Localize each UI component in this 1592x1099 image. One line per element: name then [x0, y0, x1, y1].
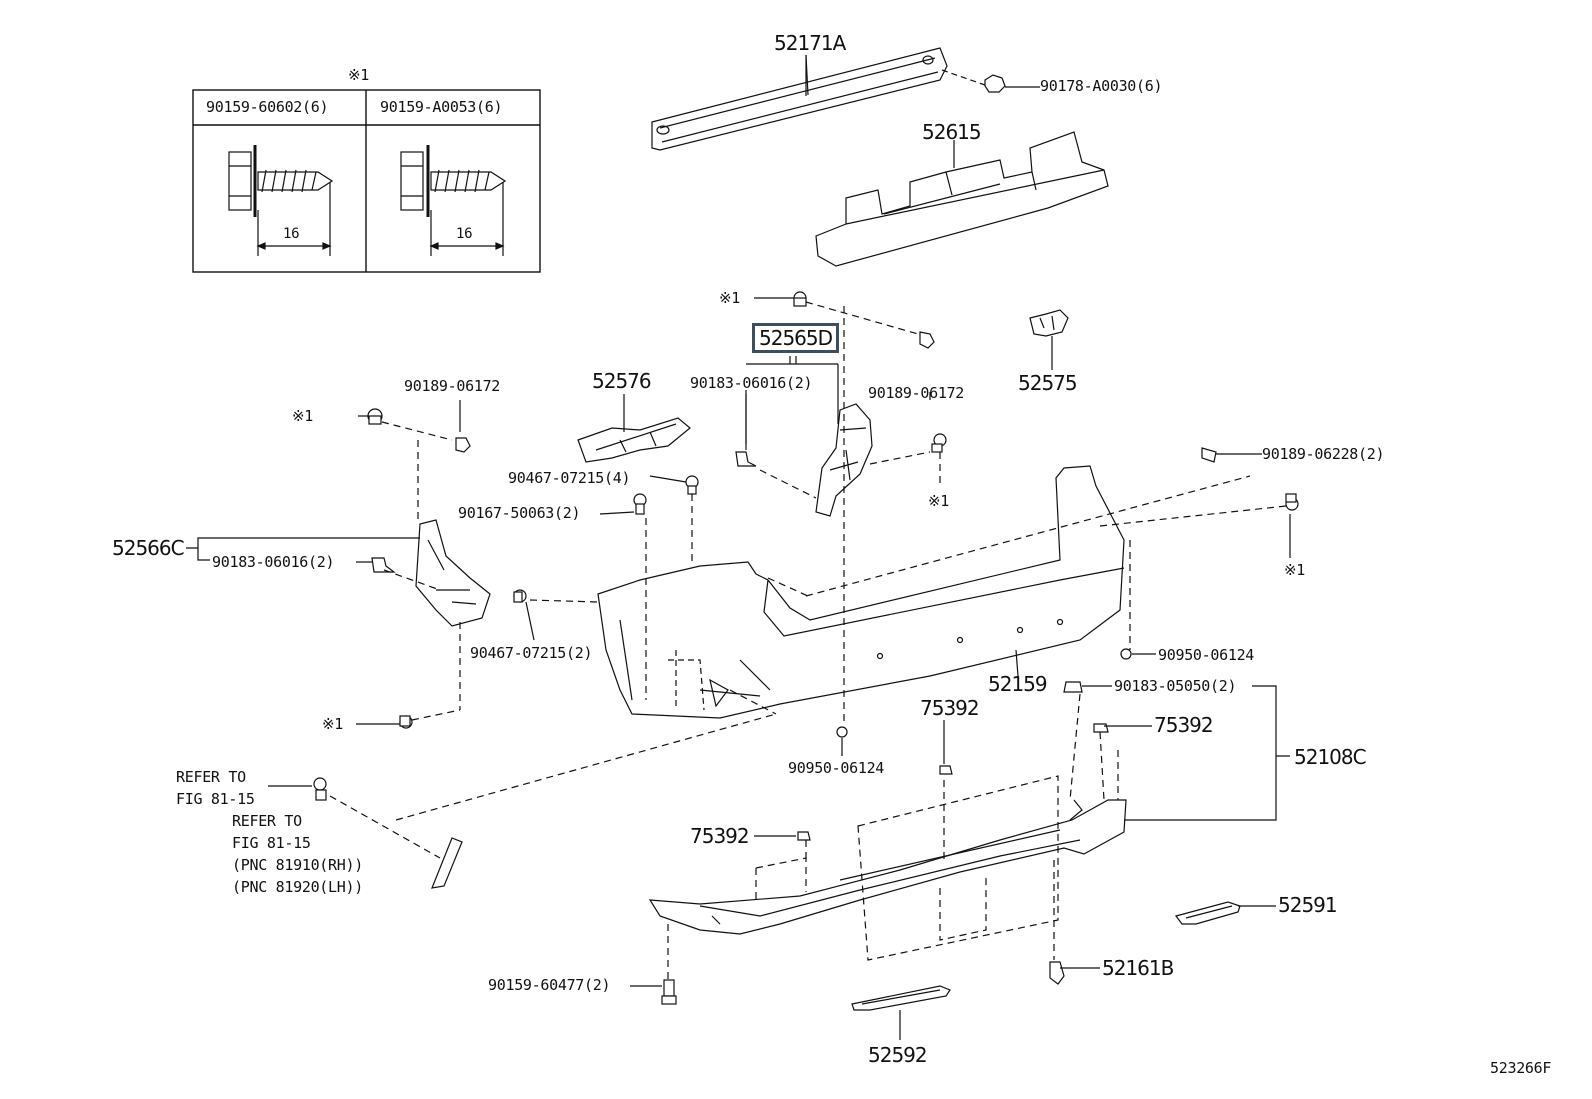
inset-col2-part-number: 90159-A0053(6): [380, 98, 503, 116]
callout-90950-06124-bottom[interactable]: 90950-06124: [788, 759, 885, 777]
callout-52108C[interactable]: 52108C: [1294, 745, 1367, 769]
callout-52161B[interactable]: 52161B: [1102, 956, 1174, 980]
nut-icon: [455, 437, 471, 453]
callout-90183-06016-upper[interactable]: 90183-06016(2): [690, 374, 813, 392]
refer-note-1[interactable]: REFER TO FIG 81-15: [176, 766, 255, 810]
inset-col2-length: 16: [456, 226, 473, 242]
diagram-id: 523266F: [1490, 1059, 1552, 1077]
refer-note-2-line3: (PNC 81910(RH)): [232, 856, 363, 874]
bolt-icon: [661, 979, 677, 1005]
bolt-icon: [793, 291, 807, 307]
refer-note-2-line4: (PNC 81920(LH)): [232, 878, 363, 896]
callout-90167-50063[interactable]: 90167-50063(2): [458, 504, 581, 522]
refer-note-2-line1: REFER TO: [232, 812, 302, 830]
refer-note-1-line2: FIG 81-15: [176, 790, 255, 808]
callout-90183-05050[interactable]: 90183-05050(2): [1114, 677, 1237, 695]
callout-52566C[interactable]: 52566C: [112, 536, 185, 560]
callout-75392-center[interactable]: 75392: [920, 696, 980, 720]
bracket-clip-part: [1029, 309, 1069, 370]
callout-90189-06228[interactable]: 90189-06228(2): [1262, 445, 1385, 463]
lower-spoiler-part: [648, 799, 1127, 935]
bumper-retainer-part: [815, 403, 873, 517]
left-retainer-part: [415, 519, 491, 627]
callout-52565D-highlighted[interactable]: 52565D: [752, 323, 840, 353]
nut-icon: [984, 74, 1040, 93]
bumper-cover-part: [597, 465, 1125, 719]
bolt-icon: [313, 777, 327, 801]
clip-icon: [1049, 961, 1065, 985]
rear-reflector-part: [1174, 901, 1241, 925]
callout-52575[interactable]: 52575: [1018, 371, 1078, 395]
bolt-icon: [367, 408, 383, 425]
callout-90159-60477[interactable]: 90159-60477(2): [488, 976, 611, 994]
screw-icon: [400, 145, 507, 217]
clip-icon: [1201, 447, 1217, 463]
inset-col1-length: 16: [283, 226, 300, 242]
callout-52592[interactable]: 52592: [868, 1043, 928, 1067]
refer-note-2[interactable]: REFER TO FIG 81-15 (PNC 81910(RH)) (PNC …: [232, 810, 363, 898]
inset-col1-part-number: 90159-60602(6): [206, 98, 329, 116]
bolt-icon: [633, 493, 647, 515]
bolt-icon: [685, 475, 699, 495]
clip-icon: [1093, 723, 1109, 733]
bolt-icon: [931, 433, 947, 453]
bolt-icon: [399, 715, 413, 729]
callout-52615[interactable]: 52615: [922, 120, 982, 144]
bolt-icon: [1285, 493, 1299, 511]
clip-icon: [939, 765, 953, 775]
screw-icon: [228, 145, 334, 217]
callout-52591[interactable]: 52591: [1278, 893, 1338, 917]
marker-note-1: ※1: [719, 289, 740, 307]
grommet-icon: [1120, 648, 1132, 660]
callout-75392-left[interactable]: 75392: [690, 824, 750, 848]
callout-90467-07215-4[interactable]: 90467-07215(4): [508, 469, 631, 487]
callout-90178-A0030[interactable]: 90178-A0030(6): [1040, 77, 1163, 95]
marker-note-2: ※1: [292, 407, 313, 425]
refer-reflector-part: [431, 837, 463, 889]
clip-icon: [735, 451, 757, 467]
marker-note-4: ※1: [1284, 561, 1305, 579]
inset-marker: ※1: [348, 66, 369, 84]
callout-75392-right[interactable]: 75392: [1154, 713, 1214, 737]
callout-90467-07215-2[interactable]: 90467-07215(2): [470, 644, 593, 662]
marker-note-3: ※1: [928, 492, 949, 510]
refer-note-1-line1: REFER TO: [176, 768, 246, 786]
energy-absorber-part: [815, 131, 1109, 267]
side-bracket-part: [577, 394, 691, 463]
callout-90189-06172-left[interactable]: 90189-06172: [404, 377, 501, 395]
bumper-reinforcement-part: [651, 47, 948, 151]
callout-52576[interactable]: 52576: [592, 369, 652, 393]
callout-90950-06124-right[interactable]: 90950-06124: [1158, 646, 1255, 664]
marker-note-5: ※1: [322, 715, 343, 733]
nut-icon: [919, 331, 935, 349]
callout-90183-06016-left[interactable]: 90183-06016(2): [212, 553, 335, 571]
clip-icon: [797, 831, 811, 841]
clip-icon: [371, 557, 396, 573]
callout-52159[interactable]: 52159: [988, 672, 1048, 696]
callout-90189-06172-right[interactable]: 90189-06172: [868, 384, 965, 402]
callout-52171A[interactable]: 52171A: [774, 31, 846, 55]
clip-icon: [1063, 681, 1083, 693]
refer-note-2-line2: FIG 81-15: [232, 834, 311, 852]
bolt-icon: [513, 589, 527, 603]
grommet-icon: [836, 726, 848, 738]
fastener-inset-table: [192, 89, 541, 273]
rear-reflector-part: [851, 985, 951, 1040]
